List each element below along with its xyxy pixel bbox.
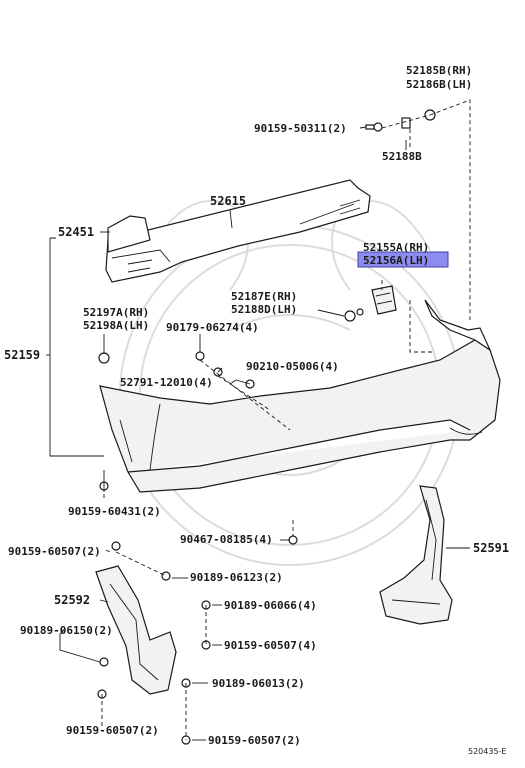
bumper-reinforcement-part (105, 179, 371, 283)
label-52155a[interactable]: 52155A(RH) (363, 241, 429, 254)
label-90159-50311[interactable]: 90159-50311(2) (254, 122, 347, 135)
label-90159-60507-c[interactable]: 90159-60507(2) (66, 724, 159, 737)
left-side-bracket-part (95, 565, 177, 695)
bumper-cover-part (99, 299, 501, 493)
leader-lines (46, 99, 471, 741)
label-90159-60507-d[interactable]: 90159-60507(2) (208, 734, 301, 747)
label-90189-06150[interactable]: 90189-06150(2) (20, 624, 113, 637)
label-52185b[interactable]: 52185B(RH) (406, 64, 472, 77)
label-52188d[interactable]: 52188D(LH) (231, 303, 297, 316)
reference-code: 520435-E (468, 747, 506, 756)
label-90179-06274[interactable]: 90179-06274(4) (166, 321, 259, 334)
label-90189-06123[interactable]: 90189-06123(2) (190, 571, 283, 584)
label-90467-08185[interactable]: 90467-08185(4) (180, 533, 273, 546)
retainer-part (371, 285, 397, 315)
label-52592[interactable]: 52592 (54, 593, 90, 607)
label-90189-06066[interactable]: 90189-06066(4) (224, 599, 317, 612)
right-side-bracket-part (379, 485, 453, 625)
label-52197a[interactable]: 52197A(RH) (83, 306, 149, 319)
label-90159-60431[interactable]: 90159-60431(2) (68, 505, 161, 518)
label-90159-60507-b[interactable]: 90159-60507(4) (224, 639, 317, 652)
label-90210-05006[interactable]: 90210-05006(4) (246, 360, 339, 373)
label-52615[interactable]: 52615 (210, 194, 246, 208)
highlight-box (357, 251, 449, 268)
label-52591[interactable]: 52591 (473, 541, 509, 555)
label-52159[interactable]: 52159 (4, 348, 40, 362)
label-52188b[interactable]: 52188B (382, 150, 422, 163)
label-90159-60507-a[interactable]: 90159-60507(2) (8, 545, 101, 558)
label-52791-12010[interactable]: 52791-12010(4) (120, 376, 213, 389)
label-52198a[interactable]: 52198A(LH) (83, 319, 149, 332)
label-52156a[interactable]: 52156A(LH) (363, 254, 429, 267)
label-90189-06013[interactable]: 90189-06013(2) (212, 677, 305, 690)
label-52186b[interactable]: 52186B(LH) (406, 78, 472, 91)
fastener-bolts (97, 109, 436, 745)
label-52451[interactable]: 52451 (58, 225, 94, 239)
label-52187e[interactable]: 52187E(RH) (231, 290, 297, 303)
